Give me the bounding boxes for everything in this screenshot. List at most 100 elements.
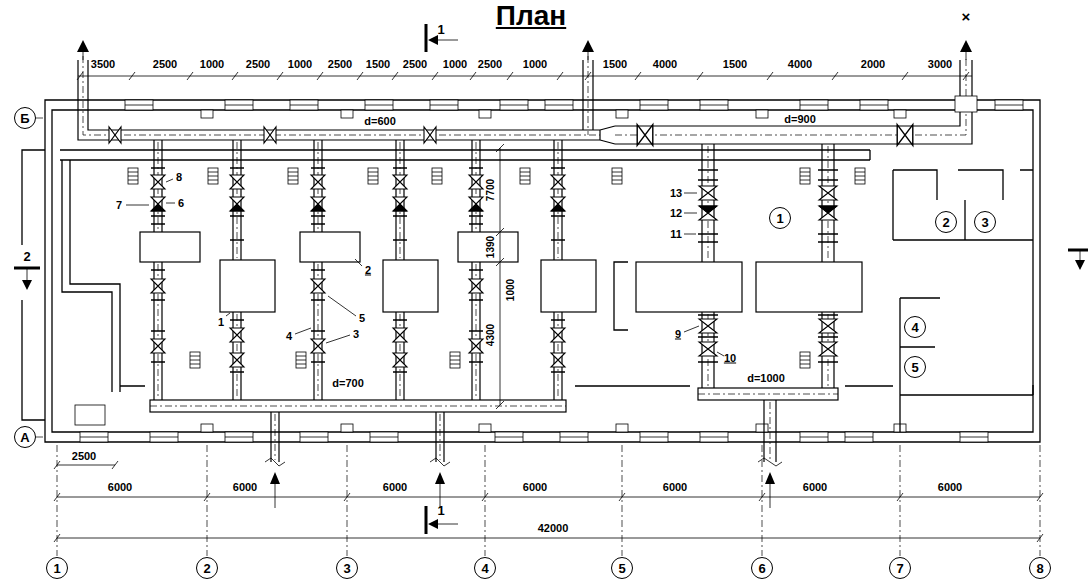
dimension: 2500 bbox=[403, 59, 427, 70]
axis-bubble: 4 bbox=[474, 557, 496, 579]
dimension: 6000 bbox=[523, 482, 547, 493]
header-valve bbox=[424, 127, 436, 143]
bubble-label: 1 bbox=[53, 562, 60, 575]
window bbox=[80, 432, 108, 442]
header-d600 bbox=[78, 60, 600, 140]
window bbox=[995, 100, 1023, 110]
bubble-label: 3 bbox=[981, 216, 988, 229]
pilaster bbox=[201, 424, 213, 432]
pump-line bbox=[541, 140, 596, 400]
pump-line bbox=[458, 140, 518, 400]
inner-partition bbox=[62, 160, 120, 392]
room-partition bbox=[900, 298, 1033, 432]
axis-bubble: 1 bbox=[46, 557, 68, 579]
header-valve bbox=[637, 125, 653, 146]
dimension: 1500 bbox=[723, 59, 747, 70]
bubble-label: 8 bbox=[1036, 562, 1043, 575]
axis-line bbox=[36, 118, 1040, 556]
bubble-label: Б bbox=[20, 112, 29, 125]
ladder bbox=[450, 352, 460, 368]
dimension-line bbox=[78, 76, 972, 77]
bubble-label: 5 bbox=[911, 361, 918, 374]
pilaster bbox=[756, 424, 768, 432]
window bbox=[640, 100, 668, 110]
windows bbox=[80, 100, 1023, 442]
pilaster bbox=[616, 424, 628, 432]
window bbox=[845, 432, 873, 442]
section-mark bbox=[14, 24, 1088, 534]
dimension: 2500 bbox=[153, 59, 177, 70]
dimension: 42000 bbox=[538, 523, 569, 534]
dimension: 6000 bbox=[663, 482, 687, 493]
window bbox=[290, 100, 318, 110]
window bbox=[640, 432, 668, 442]
window bbox=[430, 100, 458, 110]
window bbox=[225, 432, 253, 442]
section-number: 1 bbox=[437, 504, 444, 517]
window bbox=[700, 100, 728, 110]
ladder bbox=[855, 168, 865, 184]
callout-number: 1 bbox=[218, 317, 224, 328]
pilaster bbox=[894, 110, 906, 118]
room-number: 5 bbox=[904, 356, 926, 378]
window bbox=[495, 432, 523, 442]
window bbox=[800, 432, 828, 442]
callout-number: 2 bbox=[365, 265, 371, 276]
dimension: 4300 bbox=[486, 324, 496, 346]
window bbox=[700, 432, 728, 442]
axis-bubble: 5 bbox=[611, 557, 633, 579]
section-arrow bbox=[27, 40, 1080, 524]
dimension: 3000 bbox=[928, 59, 952, 70]
callout-number: 11 bbox=[670, 229, 682, 240]
header-d900 bbox=[615, 60, 972, 144]
dimension-tick bbox=[54, 461, 1043, 542]
callout-number: 8 bbox=[176, 172, 182, 183]
pipe-axis bbox=[698, 394, 838, 395]
axis-bubble: 6 bbox=[751, 557, 773, 579]
axis-bubble: 3 bbox=[336, 557, 358, 579]
window bbox=[365, 100, 393, 110]
axis-bubble: А bbox=[14, 426, 36, 448]
callout-number: 10 bbox=[724, 353, 736, 364]
pit-edge bbox=[120, 385, 893, 386]
ladder bbox=[288, 168, 298, 184]
callout-number: 13 bbox=[670, 188, 682, 199]
ladder bbox=[368, 168, 378, 184]
pump-line bbox=[756, 144, 862, 388]
pipe-axis bbox=[83, 56, 600, 135]
ladder bbox=[800, 352, 810, 368]
pilaster bbox=[616, 110, 628, 118]
window bbox=[370, 432, 398, 442]
flow-arrow bbox=[275, 482, 770, 508]
bubble-label: 5 bbox=[618, 562, 625, 575]
dimension: 1000 bbox=[200, 59, 224, 70]
leader-line bbox=[126, 179, 724, 356]
dimension: 3500 bbox=[91, 59, 115, 70]
bubble-label: 6 bbox=[758, 562, 765, 575]
window bbox=[860, 100, 888, 110]
callout-number: 5 bbox=[359, 313, 365, 324]
dimension-tick bbox=[77, 72, 969, 80]
room-partition bbox=[893, 170, 1033, 240]
section-arrowhead bbox=[22, 35, 1085, 529]
axis-bubble: 2 bbox=[196, 557, 218, 579]
bubble-label: 1 bbox=[776, 212, 783, 225]
bubble-label: 7 bbox=[896, 562, 903, 575]
pilaster bbox=[341, 424, 353, 432]
ladder bbox=[190, 352, 200, 368]
pump-line bbox=[636, 144, 742, 388]
window bbox=[560, 432, 588, 442]
dimension: 1500 bbox=[603, 59, 627, 70]
callout-number: 6 bbox=[178, 198, 184, 209]
dimension: 2500 bbox=[478, 59, 502, 70]
pipe-break bbox=[265, 458, 782, 466]
window bbox=[500, 100, 528, 110]
dimension: 1000 bbox=[523, 59, 547, 70]
pilaster bbox=[201, 110, 213, 118]
outer-wall bbox=[45, 100, 1040, 442]
inner-wall bbox=[52, 110, 1033, 432]
pilaster bbox=[756, 110, 768, 118]
dimension: 1000 bbox=[443, 59, 467, 70]
callout-number: 12 bbox=[670, 208, 682, 219]
mark: × bbox=[962, 9, 971, 24]
